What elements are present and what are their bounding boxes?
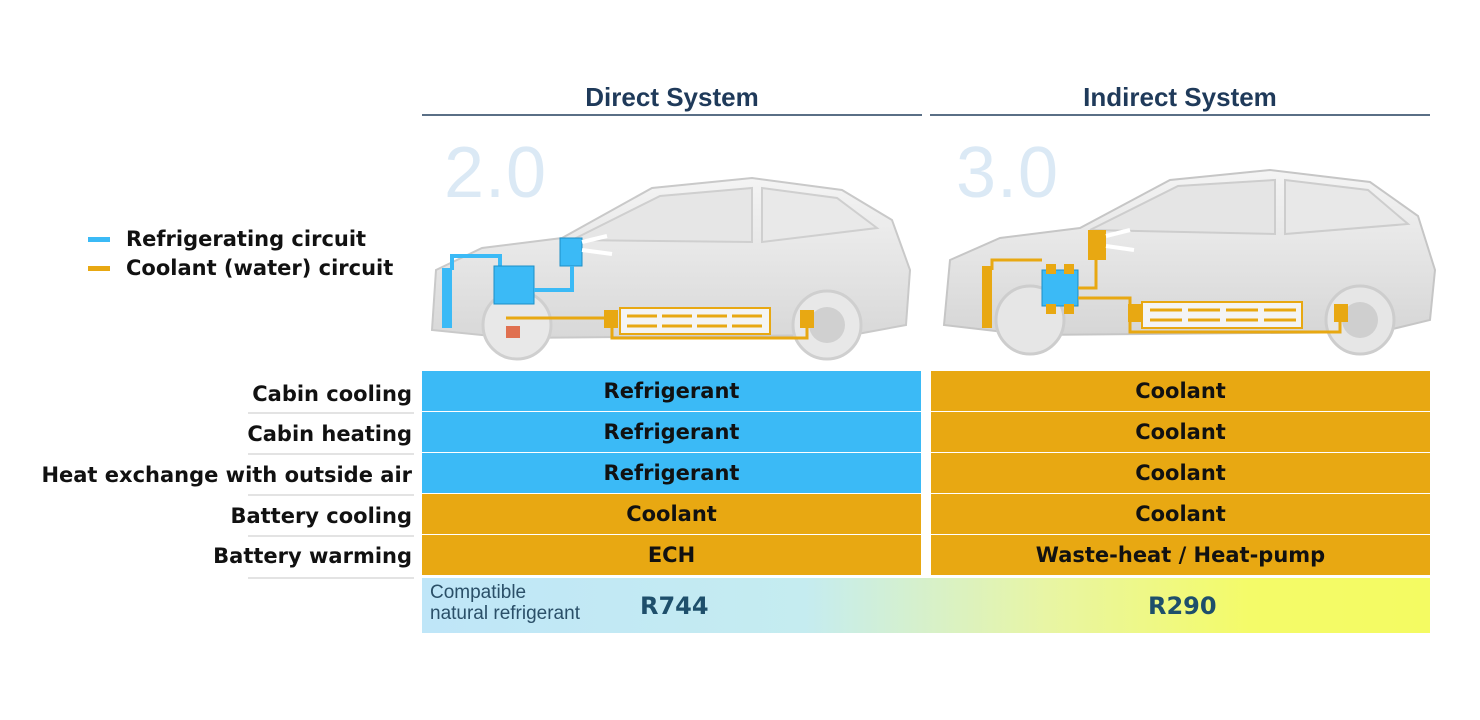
indirect-heat-exchange-cell: Coolant [931,453,1430,493]
indirect-cabin-cooling-cell: Coolant [931,371,1430,411]
direct-version-number: 2.0 [444,133,548,213]
legend-refrigerating-label: Refrigerating circuit [126,227,367,251]
direct-cabin-heating-cell: Refrigerant [422,412,921,452]
row-divider [248,453,414,455]
row-label-battery-cooling: Battery cooling [230,504,412,528]
row-divider [248,412,414,414]
refrigerating-swatch [88,236,110,242]
direct-battery-cooling-cell: Coolant [422,494,921,534]
direct-heat-exchange-cell: Refrigerant [422,453,921,493]
indirect-battery-cooling-cell: Coolant [931,494,1430,534]
indirect-refrigerant-value: R290 [1148,592,1217,620]
row-label-cabin-cooling: Cabin cooling [252,382,412,406]
row-divider [248,494,414,496]
coolant-swatch [88,265,110,271]
indirect-system-heading: Indirect System [1083,82,1277,112]
legend-coolant: Coolant (water) circuit [88,256,393,280]
row-label-cabin-heating: Cabin heating [247,422,412,446]
compatible-label-line2: natural refrigerant [430,603,580,624]
compatible-refrigerant-label: Compatible natural refrigerant [430,582,580,624]
indirect-cabin-heating-cell: Coolant [931,412,1430,452]
legend-refrigerating: Refrigerating circuit [88,227,366,251]
direct-battery-warming-cell: ECH [422,535,921,575]
indirect-heading-rule [930,114,1430,116]
row-divider [248,577,414,579]
row-divider [248,535,414,537]
direct-heading-rule [422,114,922,116]
legend-coolant-label: Coolant (water) circuit [126,256,394,280]
indirect-battery-warming-cell: Waste-heat / Heat-pump [931,535,1430,575]
row-label-battery-warming: Battery warming [213,544,412,568]
direct-system-car-illustration [430,176,912,361]
compatible-label-line1: Compatible [430,582,527,603]
indirect-version-number: 3.0 [956,133,1060,213]
direct-system-heading: Direct System [585,82,759,112]
indirect-system-car-illustration [942,168,1437,356]
row-label-heat-exchange: Heat exchange with outside air [41,463,412,487]
refrigerant-band [422,578,1430,633]
direct-refrigerant-value: R744 [640,592,709,620]
direct-cabin-cooling-cell: Refrigerant [422,371,921,411]
